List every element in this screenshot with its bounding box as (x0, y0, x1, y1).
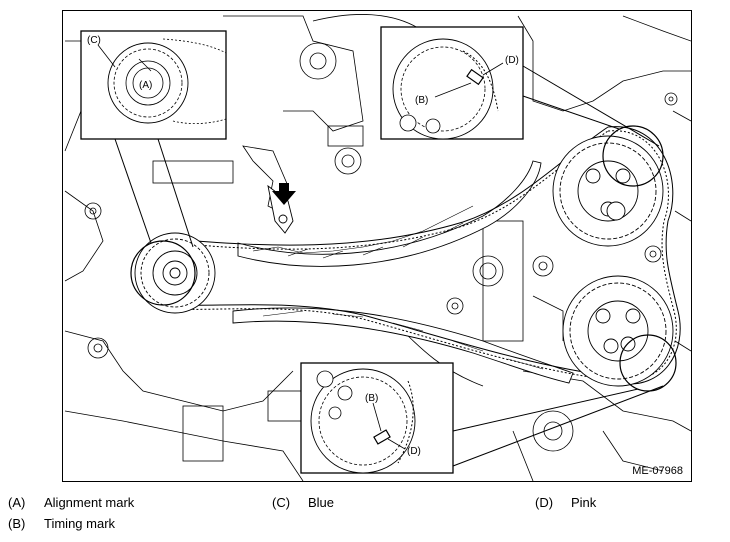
legend-alignment-mark: (A) Alignment mark (8, 495, 134, 510)
timing-chain-illustration: (C) (A) (D) (B) (64, 14, 691, 481)
legend-blue: (C) Blue (272, 495, 334, 510)
lower-cam-zoom-circle (619, 334, 677, 392)
callout-a-label: (A) (139, 80, 152, 91)
upper-camshaft-sprocket (552, 135, 664, 247)
detail-box-lower-cam-mark: (B) (D) (300, 362, 454, 474)
detail-box-upper-cam-mark: (D) (B) (380, 26, 524, 140)
chain-tensioner-guide (237, 160, 542, 267)
legend-key: (C) (272, 495, 291, 510)
figure-id: ME-07968 (632, 465, 683, 477)
legend-text: Pink (571, 495, 597, 510)
legend-text: Timing mark (44, 516, 116, 531)
engine-timing-diagram: (C) (A) (D) (B) (62, 10, 692, 482)
callout-d-label-bottom: (D) (407, 446, 421, 457)
legend-pink: (D) Pink (535, 495, 596, 510)
legend-timing-mark: (B) Timing mark (8, 516, 115, 531)
crank-zoom-circle (130, 240, 196, 306)
legend-key: (A) (8, 495, 26, 510)
callout-b-label-top: (B) (415, 95, 428, 106)
detail-box-crank-mark: (C) (A) (80, 30, 227, 140)
lower-camshaft-sprocket (562, 275, 674, 387)
legend-key: (D) (535, 495, 554, 510)
chain-guide-lower (232, 307, 574, 384)
legend-key: (B) (8, 516, 26, 531)
press-arrow-icon (272, 183, 296, 205)
callout-d-label-top: (D) (505, 55, 519, 66)
legend-text: Alignment mark (44, 495, 135, 510)
zoom-leader-lines (114, 65, 664, 467)
crankshaft-sprocket (134, 232, 216, 314)
upper-cam-zoom-circle (602, 125, 664, 187)
callout-b-label-bottom: (B) (365, 393, 378, 404)
legend-text: Blue (308, 495, 335, 510)
callout-c-label: (C) (87, 35, 101, 46)
